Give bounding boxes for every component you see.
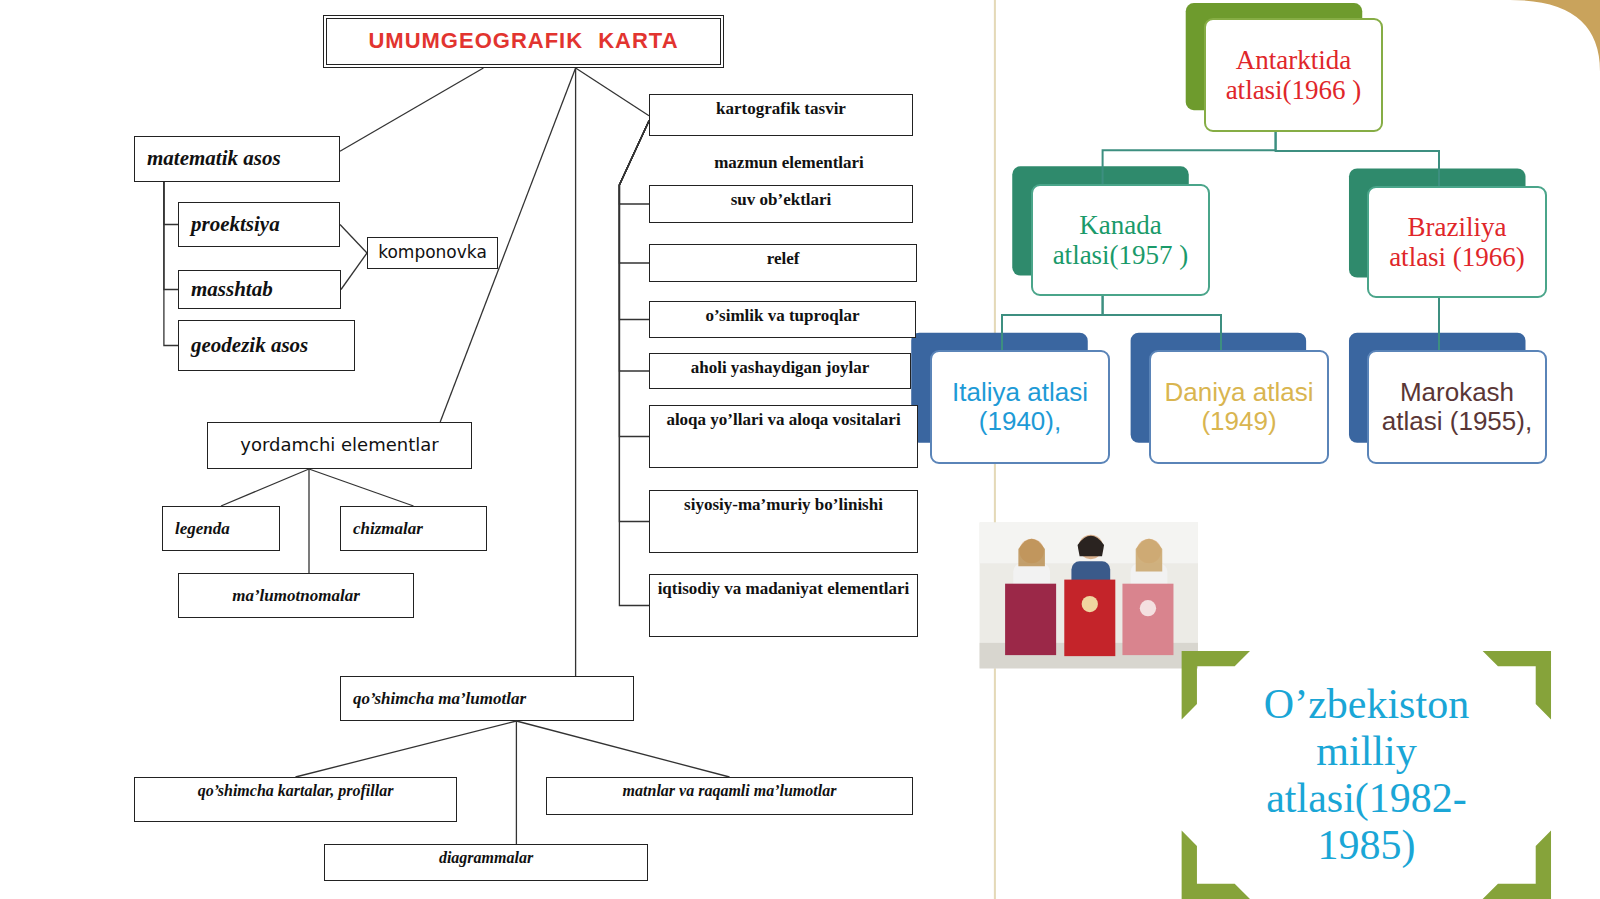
connector-line	[1103, 132, 1276, 184]
connector-line	[619, 121, 649, 606]
node-text: siyosiy-ma’muriy bo’linishi	[684, 495, 883, 514]
atlas-box: Daniya atlasi (1949)	[1149, 350, 1329, 464]
connector-line	[575, 68, 576, 676]
component-box: geodezik asos	[178, 320, 355, 371]
connector-line	[619, 121, 649, 263]
group-heading: mazmun elementlari	[684, 153, 894, 173]
content-box: aloqa yo’llari va aloqa vositalari	[649, 405, 918, 468]
node-text: Daniya atlasi (1949)	[1161, 378, 1317, 436]
node-text: UMUMGEOGRAFIK KARTA	[368, 29, 678, 54]
content-box: o’simlik va tuproqlar	[649, 301, 916, 338]
content-box: aholi yashaydigan joylar	[649, 353, 911, 389]
element-box: diagrammalar	[324, 844, 648, 881]
element-box: legenda	[162, 506, 280, 551]
node-text: relef	[767, 249, 800, 268]
node-text: ma’lumotnomalar	[232, 586, 360, 605]
connector-line	[308, 469, 309, 573]
connector-line	[341, 253, 367, 290]
connector-line	[516, 721, 517, 844]
photo-illustration	[980, 522, 1198, 668]
connector-line	[340, 68, 483, 151]
node-text: yordamchi elementlar	[240, 435, 438, 455]
connector-line	[576, 68, 649, 116]
node-text: Marokash atlasi (1955),	[1379, 378, 1535, 436]
national-atlas-box: O’zbekiston milliy atlasi(1982-1985)	[1182, 651, 1551, 899]
node-text: Kanada atlasi(1957 )	[1043, 210, 1198, 270]
connector-line	[619, 121, 649, 371]
connector-line	[164, 182, 178, 346]
component-box: masshtab	[178, 270, 341, 309]
element-box: qo’shimcha kartalar, profillar	[134, 777, 457, 822]
content-box: relef	[649, 244, 917, 282]
atlas-box: Marokash atlasi (1955),	[1367, 350, 1547, 464]
node-text: o’simlik va tuproqlar	[706, 306, 860, 325]
frame-brackets	[1182, 651, 1551, 899]
connector-line	[440, 68, 575, 422]
node-text: matnlar va raqamli ma’lumotlar	[623, 782, 837, 800]
element-box: matnlar va raqamli ma’lumotlar	[546, 777, 913, 815]
node-text: matematik asos	[147, 147, 281, 171]
connector-line	[164, 182, 178, 290]
connector-line	[619, 121, 649, 204]
content-box: kartografik tasvir	[649, 94, 913, 136]
node-text: qo’shimcha kartalar, profillar	[198, 782, 394, 800]
node-text: proektsiya	[191, 213, 280, 237]
connector-line	[1002, 296, 1103, 350]
connector-line	[516, 721, 729, 777]
connector-line	[340, 225, 367, 254]
component-box: proektsiya	[178, 202, 340, 247]
node-text: aloqa yo’llari va aloqa vositalari	[666, 410, 900, 429]
node-text: aholi yashaydigan joylar	[691, 358, 870, 377]
connector-line	[296, 721, 517, 777]
connector-line	[221, 469, 309, 506]
node-text: kartografik tasvir	[716, 99, 846, 118]
node-text: geodezik asos	[191, 334, 308, 358]
node-text: suv ob’ektlari	[731, 190, 832, 209]
connector-line	[619, 121, 649, 320]
atlas-box: Antarktida atlasi(1966 )	[1204, 18, 1383, 132]
node-text: chizmalar	[353, 519, 423, 538]
element-box: chizmalar	[340, 506, 487, 551]
connector-line	[619, 121, 649, 522]
node-text: Italiya atlasi (1940),	[942, 378, 1098, 436]
node-text: komponovka	[378, 243, 487, 262]
node-text: masshtab	[191, 278, 273, 302]
component-box: matematik asos	[134, 136, 340, 182]
connector-line	[164, 182, 178, 225]
connector-line	[1438, 298, 1440, 350]
atlas-box: Braziliya atlasi (1966)	[1367, 186, 1547, 298]
group-box: yordamchi elementlar	[207, 422, 472, 469]
content-box: siyosiy-ma’muriy bo’linishi	[649, 490, 918, 553]
node-text: diagrammalar	[439, 849, 533, 867]
corner-ornament	[1510, 0, 1600, 71]
component-box: komponovka	[367, 237, 498, 269]
node-text: Braziliya atlasi (1966)	[1379, 212, 1535, 272]
node-text: legenda	[175, 519, 230, 538]
connector-line	[619, 121, 649, 437]
node-text: iqtisodiy va madaniyat elementlari	[658, 579, 910, 598]
content-box: suv ob’ektlari	[649, 185, 913, 223]
node-text: qo’shimcha ma’lumotlar	[353, 689, 526, 708]
connector-line	[309, 469, 414, 506]
content-box: iqtisodiy va madaniyat elementlari	[649, 574, 918, 637]
atlas-box: Kanada atlasi(1957 )	[1031, 184, 1210, 296]
element-box: ma’lumotnomalar	[178, 573, 414, 618]
connector-line	[1103, 296, 1221, 350]
connector-line	[1276, 132, 1439, 186]
title-box: UMUMGEOGRAFIK KARTA	[323, 15, 724, 68]
atlas-box: Italiya atlasi (1940),	[930, 350, 1110, 464]
node-text: Antarktida atlasi(1966 )	[1216, 45, 1371, 105]
element-box: qo’shimcha ma’lumotlar	[340, 676, 634, 721]
node-text: O’zbekiston milliy atlasi(1982-1985)	[1238, 681, 1495, 869]
